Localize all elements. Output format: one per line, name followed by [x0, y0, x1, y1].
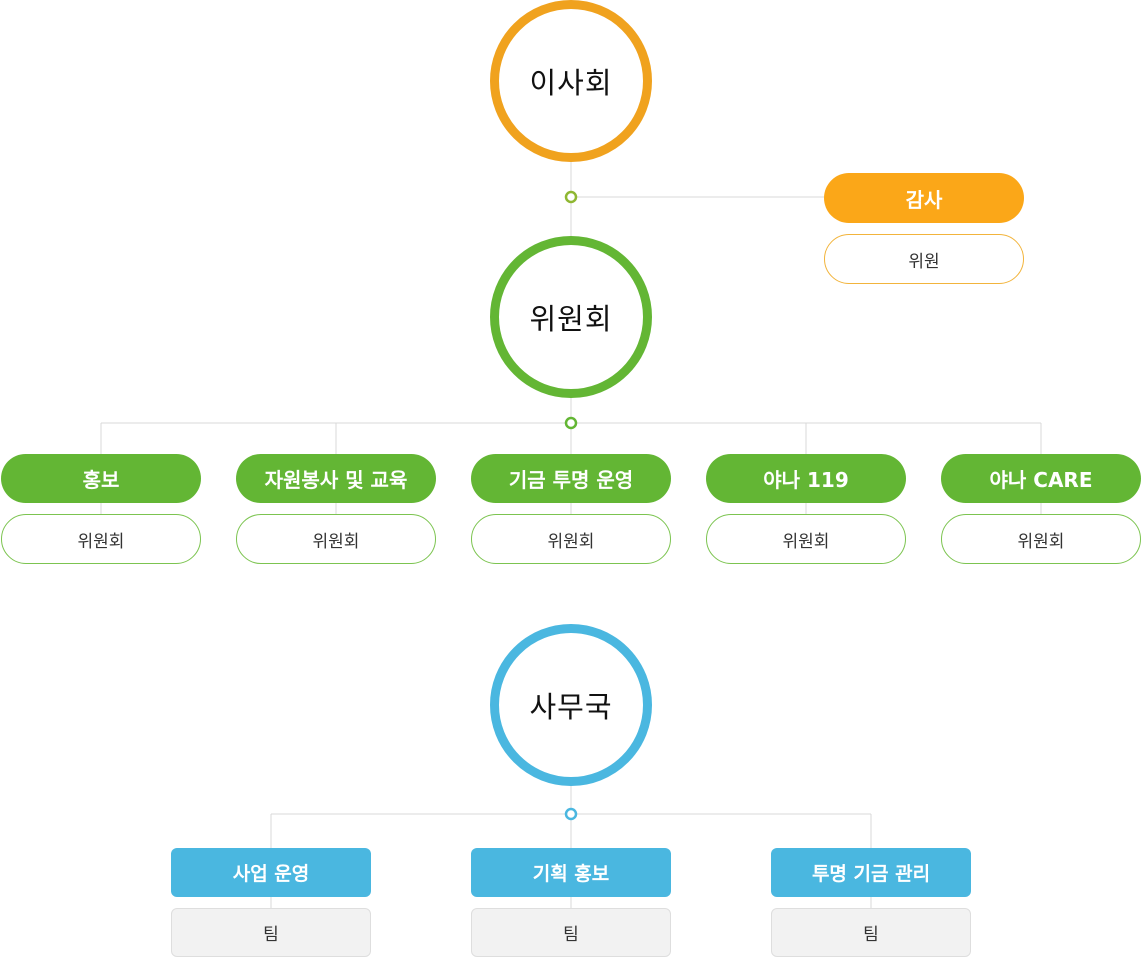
committee-item-3: 기금 투명 운영: [471, 454, 671, 503]
committee-item-4-sub-label: 위원회: [782, 531, 830, 552]
committee-item-2: 자원봉사 및 교육: [236, 454, 436, 503]
secretariat-node: 사무국: [490, 624, 652, 786]
audit-member-label: 위원: [908, 251, 940, 272]
committee-node: 위원회: [490, 236, 652, 398]
junction-dot-committees: [564, 416, 578, 430]
committee-item-1-sub-label: 위원회: [77, 531, 125, 552]
committee-item-1-label: 홍보: [82, 468, 120, 492]
committee-item-4: 야나 119: [706, 454, 906, 503]
committee-item-3-sub-label: 위원회: [547, 531, 595, 552]
committee-item-2-sub: 위원회: [236, 514, 436, 564]
team-item-1-sub-label: 팀: [263, 925, 279, 945]
team-item-2-label: 기획 홍보: [532, 863, 610, 885]
team-item-3-label: 투명 기금 관리: [811, 863, 931, 885]
team-item-3-sub-label: 팀: [863, 925, 879, 945]
audit-node: 감사: [824, 173, 1024, 223]
junction-dot-teams: [564, 807, 578, 821]
team-item-3-sub: 팀: [771, 908, 971, 957]
committee-item-3-sub: 위원회: [471, 514, 671, 564]
board-label: 이사회: [529, 66, 613, 100]
committee-item-4-label: 야나 119: [763, 468, 849, 492]
committee-item-2-label: 자원봉사 및 교육: [264, 468, 408, 492]
committee-item-1-sub: 위원회: [1, 514, 201, 564]
board-node: 이사회: [490, 0, 652, 162]
team-item-2-sub: 팀: [471, 908, 671, 957]
team-item-1: 사업 운영: [171, 848, 371, 897]
team-item-2-sub-label: 팀: [563, 925, 579, 945]
audit-member-node: 위원: [824, 234, 1024, 284]
committee-item-4-sub: 위원회: [706, 514, 906, 564]
team-item-2: 기획 홍보: [471, 848, 671, 897]
team-item-1-label: 사업 운영: [232, 863, 310, 885]
committee-item-3-label: 기금 투명 운영: [508, 468, 634, 492]
committee-item-5: 야나 CARE: [941, 454, 1141, 503]
committee-item-5-sub: 위원회: [941, 514, 1141, 564]
committee-item-2-sub-label: 위원회: [312, 531, 360, 552]
secretariat-label: 사무국: [529, 690, 613, 724]
committee-item-1: 홍보: [1, 454, 201, 503]
team-item-1-sub: 팀: [171, 908, 371, 957]
committee-item-5-sub-label: 위원회: [1017, 531, 1065, 552]
audit-label: 감사: [905, 187, 943, 212]
committee-item-5-label: 야나 CARE: [989, 468, 1093, 492]
team-item-3: 투명 기금 관리: [771, 848, 971, 897]
committee-label: 위원회: [529, 302, 613, 336]
junction-dot-audit: [564, 190, 578, 204]
